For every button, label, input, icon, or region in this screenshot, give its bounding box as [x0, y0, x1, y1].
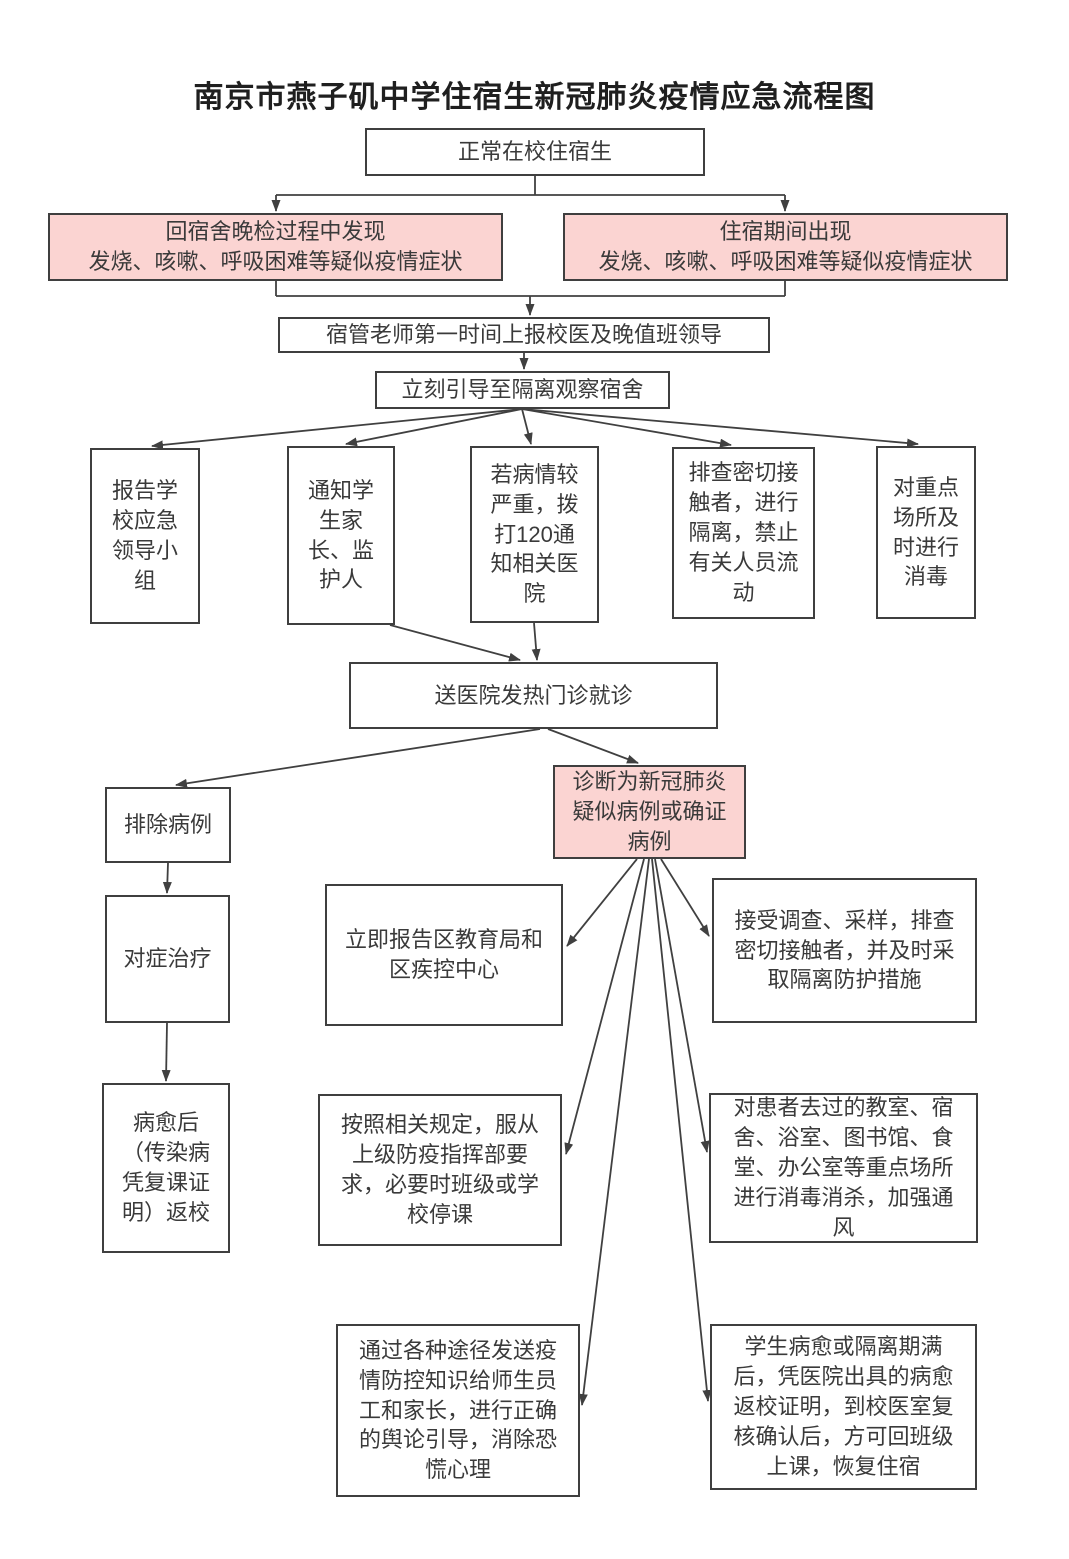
node-disinfect-key-places: 对重点 场所及 时进行 消毒 — [876, 446, 976, 619]
arrow-lines — [151, 195, 919, 1406]
node-notify-parents: 通知学 生家 长、监 护人 — [287, 446, 395, 625]
node-case-excluded: 排除病例 — [105, 787, 231, 863]
node-fever-clinic: 送医院发热门诊就诊 — [349, 662, 718, 729]
node-recovered-return: 病愈后 （传染病 凭复课证 明）返校 — [102, 1083, 230, 1253]
node-follow-rules: 按照相关规定，服从 上级防疫指挥部要 求，必要时班级或学 校停课 — [318, 1094, 562, 1246]
node-disinfect-places: 对患者去过的教室、宿 舍、浴室、图书馆、食 堂、办公室等重点场所 进行消毒消杀，… — [709, 1093, 978, 1243]
node-accept-investigation: 接受调查、采样，排查 密切接触者，并及时采 取隔离防护措施 — [712, 878, 977, 1023]
node-diagnosed-case: 诊断为新冠肺炎 疑似病例或确证 病例 — [553, 765, 746, 859]
node-report-group: 报告学 校应急 领导小 组 — [90, 448, 200, 624]
node-during-stay: 住宿期间出现 发烧、咳嗽、呼吸困难等疑似疫情症状 — [563, 213, 1008, 281]
node-symptomatic-treatment: 对症治疗 — [105, 895, 230, 1023]
node-return-to-school: 学生病愈或隔离期满 后，凭医院出具的病愈 返校证明，到校医室复 核确认后，方可回… — [710, 1324, 977, 1490]
node-call-120: 若病情较 严重，拨 打120通 知相关医 院 — [470, 446, 599, 623]
node-normal-student: 正常在校住宿生 — [365, 128, 705, 176]
node-isolate-dorm: 立刻引导至隔离观察宿舍 — [375, 371, 670, 409]
node-report-bureau: 立即报告区教育局和 区疾控中心 — [325, 884, 563, 1026]
node-report-teacher: 宿管老师第一时间上报校医及晚值班领导 — [278, 317, 770, 353]
node-night-check: 回宿舍晚检过程中发现 发烧、咳嗽、呼吸困难等疑似疫情症状 — [48, 213, 503, 281]
node-publicity-guidance: 通过各种途径发送疫 情防控知识给师生员 工和家长，进行正确 的舆论引导，消除恐 … — [336, 1324, 580, 1497]
page-title: 南京市燕子矶中学住宿生新冠肺炎疫情应急流程图 — [193, 81, 876, 114]
node-check-contacts: 排查密切接 触者，进行 隔离，禁止 有关人员流 动 — [672, 447, 815, 619]
